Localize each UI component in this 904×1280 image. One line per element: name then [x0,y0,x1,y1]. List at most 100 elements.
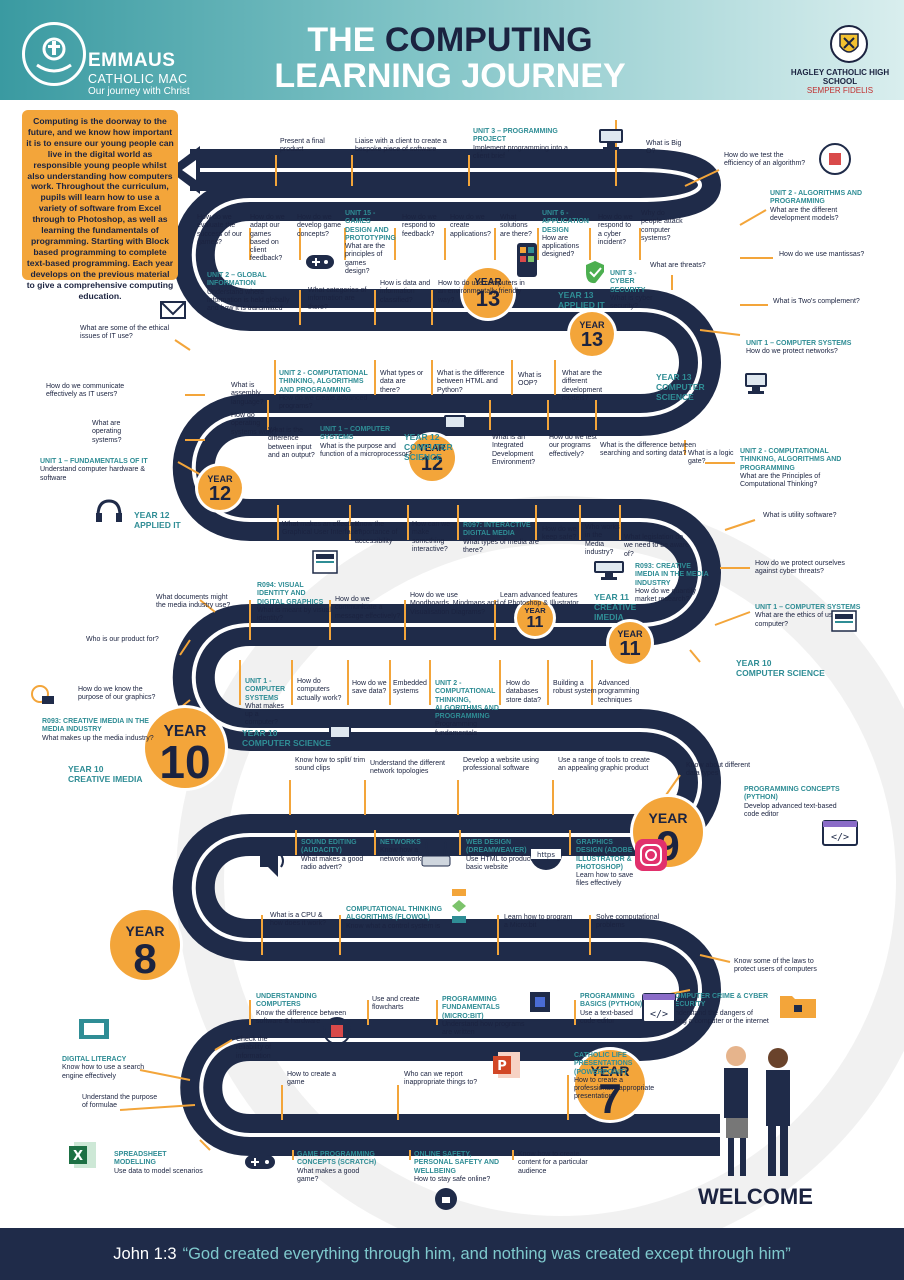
topic-text: Know how to split/ trim sound clips [295,757,366,773]
topic-label: What is the difference between input and… [268,427,323,460]
topic-text: How do we test the efficiency of an algo… [724,152,806,168]
year-word: YEAR [524,606,546,616]
year-word: YEAR [648,810,688,826]
title-part-1: THE [307,21,385,59]
label-tick [139,1069,191,1081]
topic-label: GAME PROGRAMMING CONCEPTS (SCRATCH)What … [297,1151,377,1184]
year-number: 11 [619,638,641,661]
topic-text: Develop a website using professional sof… [463,757,539,773]
topic-text: What are the different development model… [770,206,839,222]
topic-text: What is Big O? [646,140,682,156]
topic-text: Use a range of tools to create an appeal… [558,757,650,773]
topic-text: What makes an effective Graphical User I… [282,521,362,537]
topic-label: PROGRAMMING FUNDAMENTALS (MICRO:BIT)Unde… [442,996,532,1037]
topic-text: Who can we report inappropriate things t… [404,1071,478,1087]
svg-text:</>: </> [831,832,849,843]
topic-label: What is utility software? [763,512,873,520]
year-number: 11 [526,613,544,631]
topic-label: CATHOLIC LIFE PRESENTATIONS (POWERPOINT)… [574,1052,664,1102]
intro-panel: Computing is the doorway to the future, … [22,110,178,301]
topic-label: UNIT 2 - COMPUTATIONAL THINKING, ALGORIT… [435,680,515,738]
topic-text: What solutions are there? [500,214,532,238]
topic-label: How do we evaluate the success of our ga… [197,214,252,247]
topic-label: How do we keep safe? [542,526,577,543]
topic-label: How is data and information classified? [380,280,435,305]
topic-text: What is a logic gate? [688,450,734,466]
news-icon [831,610,857,632]
gamepad-icon [305,252,335,272]
topic-label: What makes an effective Graphical User I… [282,521,372,538]
topic-label: Understand the purpose of formulae [82,1094,162,1111]
topic-text: How do we develop game concepts? [297,214,341,238]
topic-text: What documents might the media industry … [156,594,231,610]
label-tick [174,339,191,351]
topic-heading: UNIT 2 - COMPUTATIONAL THINKING, ALGORIT… [435,680,499,721]
year-word: YEAR [617,629,643,640]
topic-heading: PROGRAMMING CONCEPTS (PYTHON) [744,786,840,802]
topic-label: How to create a game [287,1071,347,1088]
year-word: YEAR [207,473,233,484]
section-heading: YEAR 10 COMPUTER SCIENCE [736,658,825,678]
topic-label: What is a logic gate? [688,450,748,467]
svg-text:P: P [497,1059,507,1074]
topic-label: Use and create flowcharts [372,996,422,1013]
microchip-icon [526,988,554,1016]
journey-road [119,120,904,1228]
page-title: THE COMPUTING LEARNING JOURNEY [240,22,660,94]
monitor-icon [327,724,353,746]
topic-text: How is data and information classified? [380,280,431,304]
topic-text: What are the Principles of Computational… [740,472,821,489]
topic-heading: ONLINE SAFETY, PERSONAL SAFETY AND WELLB… [414,1151,500,1175]
label-tick [699,954,731,963]
topic-label: What legislation do we need to be aware … [624,534,689,559]
topic-label: How do we respond to feedback? [402,214,447,239]
topic-label: What are some of the ethical issues of I… [80,325,170,342]
topic-text: Know what a control system is [346,922,441,930]
topic-text: How do we save data? [352,680,387,696]
topic-text: How to stay safe online? [414,1175,491,1183]
topic-label: Who is our product for? [86,636,166,644]
topic-heading: R093: CREATIVE IMEDIA IN THE MEDIA INDUS… [42,718,149,734]
topic-label: ONLINE SAFETY, PERSONAL SAFETY AND WELLB… [414,1151,504,1184]
topic-label: How do operating systems work? [231,412,281,437]
topic-label: What categories of information are there… [308,287,368,312]
section-heading: YEAR 11 CREATIVE IMEDIA [594,592,637,622]
topic-label: Why do people attack computer systems? [641,210,686,243]
topic-label: Use a range of tools to create an appeal… [558,757,653,774]
topic-label: Advanced programming techniques [598,680,648,705]
topic-text: How do computers actually work? [297,678,342,702]
topic-label: How do computers actually work? [297,678,342,703]
label-tick [739,209,767,226]
topic-label: What documents might the media industry … [156,594,236,611]
topic-text: How do we evaluate the success of our ga… [197,214,243,246]
topic-label: What is the difference between searching… [600,442,700,459]
headset-icon [94,498,124,528]
topic-text: What is utility software? [763,512,837,519]
year-word: YEAR [579,319,605,330]
scripture-quote: “God created everything through him, and… [182,1244,791,1263]
topic-text: How do we use mantissas? [779,251,865,258]
topic-label: What are threats? [650,262,710,270]
topic-text: How do we know the purpose of our graphi… [78,686,156,702]
topic-text: Learn how to program a Micro:bit [504,914,573,930]
topic-heading: WEB DESIGN (DREAMWEAVER) [466,839,527,855]
road-lane-line [191,168,720,1137]
topic-label: Know how to split/ trim sound clips [295,757,370,774]
topic-heading: PROGRAMMING BASICS (PYTHON) [580,993,643,1009]
topic-text: What types or data are there? [380,370,424,394]
topic-text: Understand the different network topolog… [370,760,445,776]
topic-label: Who works in the Media industry? [585,524,620,557]
topic-text: What is a CPU & how does it work? [270,912,327,928]
